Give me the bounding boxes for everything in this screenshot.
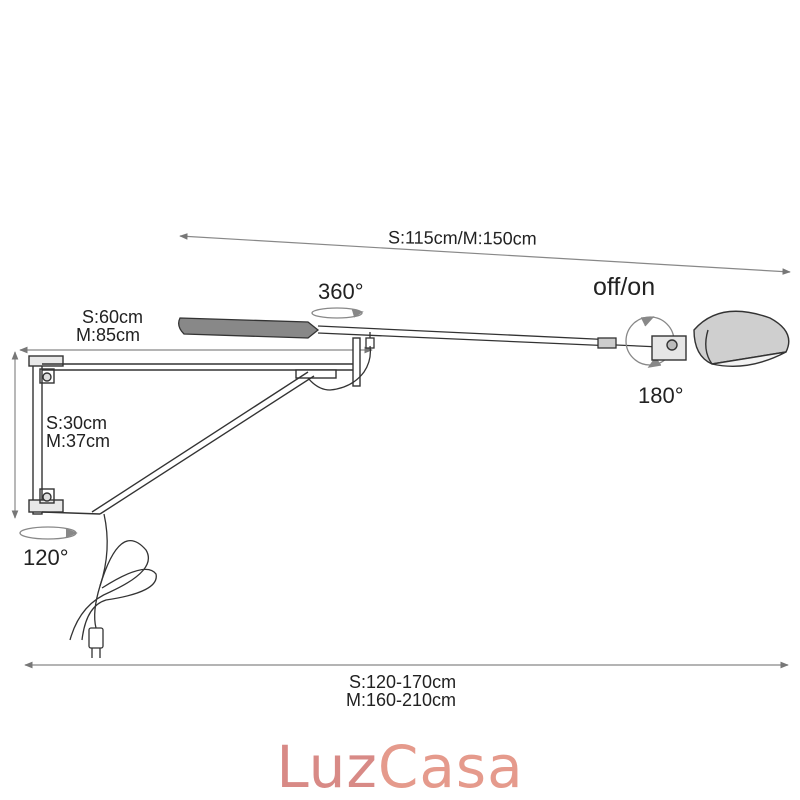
wall-bracket [28,337,361,515]
brand-logo-luz: Luz [276,733,378,800]
total-reach-medium-label: M:160-210cm [346,690,457,710]
bracket-length-small-label: S:60cm [82,307,144,327]
arm-length-label: S:115cm/M:150cm [387,227,537,249]
head-rotation-label: 180° [638,383,684,408]
arm-rotation-label: 360° [318,279,364,304]
bracket-height-small-label: S:30cm [46,413,108,433]
wall-rotation-label: 120° [23,545,69,570]
lamp-head [651,310,790,367]
brand-logo: LuzCasa [0,738,800,796]
bracket-height-medium-label: M:37cm [46,431,111,451]
arm-length-dimension-line [179,233,791,275]
bracket-length-medium-label: M:85cm [76,325,141,345]
total-reach-small-label: S:120-170cm [349,672,457,692]
power-plug [88,627,104,658]
counterweight [178,317,320,339]
switch-label: off/on [593,273,656,301]
rotation-360-arrow [311,307,364,319]
swing-arm [178,317,661,349]
brand-logo-casa: Casa [377,733,524,800]
power-cable [69,345,372,641]
rotation-120-arrow [19,526,78,540]
